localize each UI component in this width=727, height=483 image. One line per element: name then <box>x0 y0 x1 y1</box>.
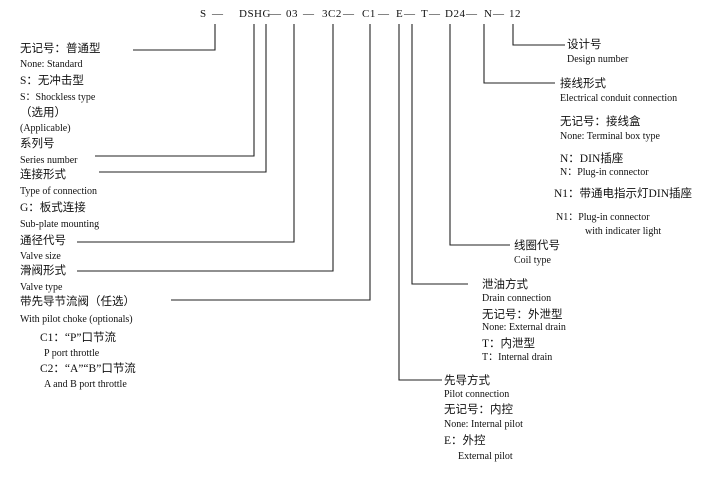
type-s-en: S：Shockless type <box>20 92 96 103</box>
connection-label: Type of connection <box>20 186 98 197</box>
leader-choke <box>171 24 371 301</box>
drain-none-cn: 无记号：外泄型 <box>482 309 563 321</box>
code-segment-s: S <box>200 8 207 20</box>
drain-t-en: T：Internal drain <box>482 352 553 363</box>
leader-electrical <box>483 24 555 84</box>
electrical-label: Electrical conduit connection <box>560 93 678 104</box>
code-segment-electrical: N <box>484 8 493 20</box>
code-separator: — <box>429 8 441 20</box>
drain-t-cn: T：内泄型 <box>482 338 536 350</box>
valve-type-title: 滑阀形式 <box>20 265 66 277</box>
type-s-cn: S：无冲击型 <box>20 75 84 87</box>
pilot-label: Pilot connection <box>444 389 510 400</box>
pilot-e-cn: E：外控 <box>444 435 486 447</box>
code-segment-size: 03 <box>286 8 298 20</box>
pilot-choke-label: With pilot choke (optionals) <box>20 314 133 325</box>
leader-valve-type <box>77 24 334 272</box>
choke-c1-cn: C1：“P”口节流 <box>40 332 117 344</box>
electrical-n1-cn: N1：带通电指示灯DIN插座 <box>554 188 692 200</box>
connection-title: 连接形式 <box>20 169 66 181</box>
pilot-e-en: External pilot <box>458 451 513 462</box>
leader-connection <box>99 24 267 173</box>
valve-size-label: Valve size <box>20 251 61 262</box>
code-segment-drain: T <box>421 8 429 20</box>
electrical-n1-en2: with indicater light <box>585 226 662 237</box>
choke-c2-en: A and B port throttle <box>44 379 127 390</box>
code-segment-coil: D24 <box>445 8 466 20</box>
code-separator: — <box>270 8 282 20</box>
type-optional-en: (Applicable) <box>20 123 71 134</box>
coil-label: Coil type <box>514 255 551 266</box>
choke-c2-cn: C2：“A”“B”口节流 <box>40 363 136 375</box>
drain-title: 泄油方式 <box>482 279 528 291</box>
series-label: Series number <box>20 155 78 166</box>
code-segment-pilot: E <box>396 8 404 20</box>
electrical-n1-en: N1：Plug-in connector <box>556 212 650 223</box>
pilot-choke-title: 带先导节流阀（任选） <box>20 296 135 308</box>
pilot-none-cn: 无记号：内控 <box>444 404 513 416</box>
valve-type-label: Valve type <box>20 282 63 293</box>
drain-none-en: None: External drain <box>482 322 566 333</box>
code-separator: — <box>303 8 315 20</box>
design-number-label: Design number <box>567 54 629 65</box>
code-separator: — <box>212 8 224 20</box>
connection-g-en: Sub-plate mounting <box>20 219 100 230</box>
electrical-none-cn: 无记号：接线盒 <box>560 116 641 128</box>
type-none-cn: 无记号：普通型 <box>20 43 101 55</box>
coil-title: 线圈代号 <box>514 240 560 252</box>
drain-label: Drain connection <box>482 293 552 304</box>
type-none-en: None: Standard <box>20 59 83 70</box>
leader-drain <box>411 24 468 285</box>
code-separator: — <box>466 8 478 20</box>
code-segment-valve-type: 3C2 <box>322 8 342 20</box>
code-segment-series: DSHG <box>239 8 271 20</box>
pilot-title: 先导方式 <box>444 375 490 387</box>
leader-size <box>77 24 295 243</box>
design-number-title: 设计号 <box>567 39 602 51</box>
type-optional-cn: （选用） <box>20 107 66 119</box>
code-separator: — <box>404 8 416 20</box>
electrical-none-en: None: Terminal box type <box>560 131 660 142</box>
electrical-n-en: N：Plug-in connector <box>560 167 649 178</box>
choke-c1-en: P port throttle <box>44 348 100 359</box>
pilot-none-en: None: Internal pilot <box>444 419 523 430</box>
code-separator: — <box>343 8 355 20</box>
leader-coil <box>449 24 510 246</box>
electrical-n-cn: N：DIN插座 <box>560 153 624 165</box>
series-title: 系列号 <box>20 138 55 150</box>
leader-design <box>512 24 565 46</box>
leader-series <box>95 24 255 157</box>
leader-s <box>133 24 216 51</box>
leader-pilot <box>398 24 442 381</box>
connection-g-cn: G：板式连接 <box>20 202 86 214</box>
valve-size-title: 通径代号 <box>20 235 66 247</box>
electrical-title: 接线形式 <box>560 78 606 90</box>
code-separator: — <box>493 8 505 20</box>
code-segment-design: 12 <box>509 8 521 20</box>
code-segment-choke: C1 <box>362 8 376 20</box>
code-separator: — <box>378 8 390 20</box>
